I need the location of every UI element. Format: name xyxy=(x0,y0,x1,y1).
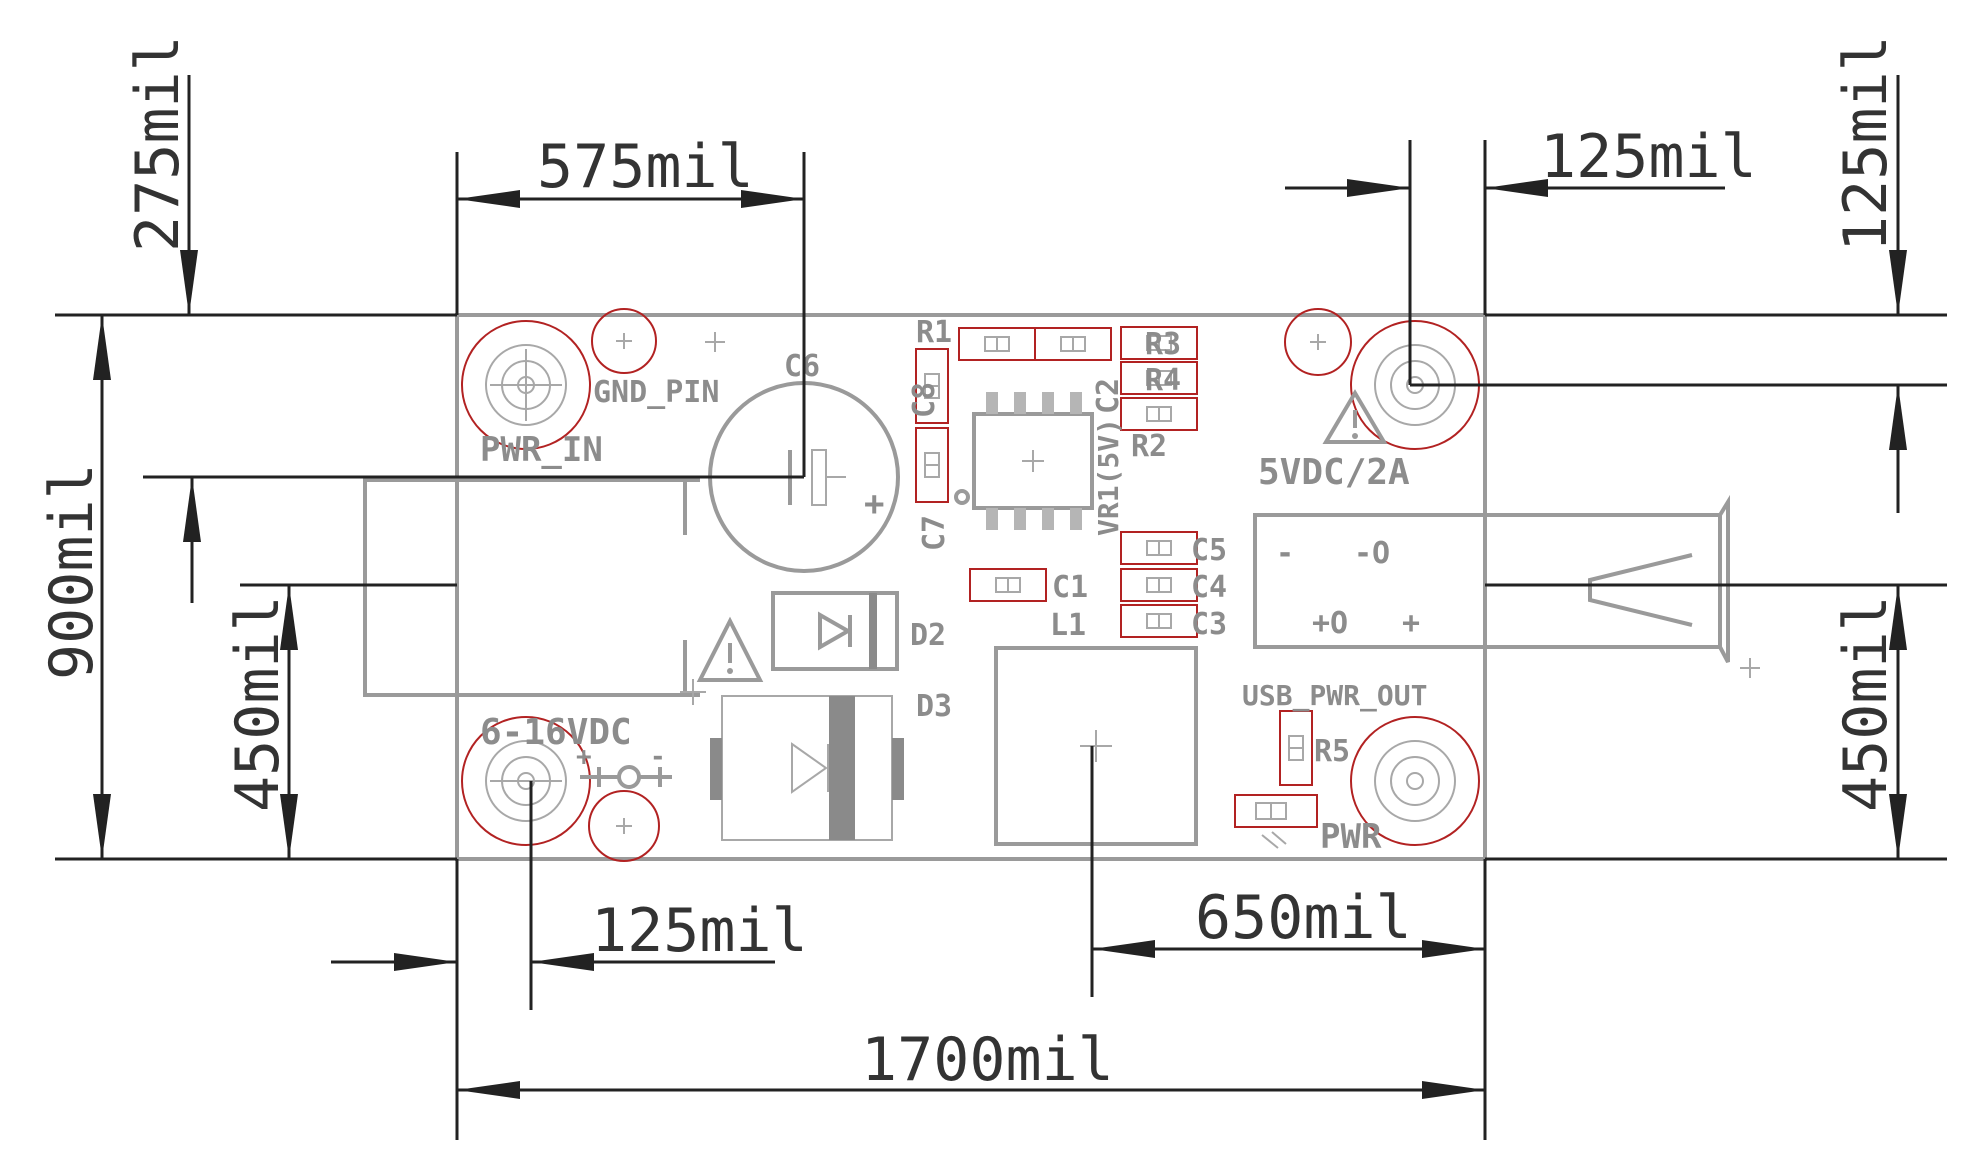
dim-1700mil: 1700mil xyxy=(861,1025,1114,1095)
smd-r3 xyxy=(1120,326,1198,360)
dim-275mil: 275mil xyxy=(123,35,193,252)
label-input-plus: + xyxy=(576,742,592,772)
label-cap-plus: + xyxy=(864,484,884,524)
label-r3: R3 xyxy=(1145,327,1181,362)
dimension-labels: 575mil 125mil 125mil 650mil 1700mil 275m… xyxy=(37,35,1901,1095)
label-c8: C8 xyxy=(907,382,942,418)
dim-450mil-left: 450mil xyxy=(223,595,293,812)
smd-c3 xyxy=(1120,604,1198,638)
dim-900mil: 900mil xyxy=(37,463,107,680)
dimension-lines xyxy=(55,75,1947,1140)
mounting-hole-bottom-right xyxy=(1350,716,1480,846)
mounting-hole-top-right xyxy=(1284,308,1480,450)
diode-d2 xyxy=(771,591,899,671)
inductor-l1 xyxy=(994,646,1198,846)
label-r1: R1 xyxy=(916,315,952,350)
mounting-hole-bottom-left xyxy=(461,716,660,862)
dc-jack-outline xyxy=(363,478,700,697)
label-input-voltage: 6-16VDC xyxy=(480,712,632,753)
label-c2: C2 xyxy=(1091,378,1126,414)
label-d2: D2 xyxy=(910,618,946,653)
label-c5: C5 xyxy=(1191,533,1227,568)
smd-c8 xyxy=(915,348,949,424)
smd-c7 xyxy=(915,427,949,503)
label-gnd-pin: GND_PIN xyxy=(593,375,719,410)
label-c3: C3 xyxy=(1191,607,1227,642)
label-output-spec: 5VDC/2A xyxy=(1258,452,1410,493)
label-usb-plus: + xyxy=(1402,606,1420,641)
label-r4: R4 xyxy=(1145,363,1181,398)
warning-icon-right xyxy=(1322,389,1388,444)
dim-125mil-top-right: 125mil xyxy=(1540,122,1757,192)
smd-c5 xyxy=(1120,531,1198,565)
label-c7: C7 xyxy=(917,515,952,551)
polarity-symbol xyxy=(580,765,672,789)
label-l1: L1 xyxy=(1050,608,1086,643)
regulator-vr1 xyxy=(954,392,1094,530)
board-outline xyxy=(455,313,1487,861)
smd-c2-top xyxy=(1034,327,1112,361)
label-r5: R5 xyxy=(1314,734,1350,769)
dim-575mil: 575mil xyxy=(537,132,754,202)
dim-125mil-bottom-left: 125mil xyxy=(591,896,808,966)
smd-c4 xyxy=(1120,568,1198,602)
label-usb-pwr-out: USB_PWR_OUT xyxy=(1242,679,1427,712)
label-pwr: PWR xyxy=(1320,817,1382,857)
usb-connector-outline xyxy=(1253,494,1760,678)
dim-125mil-top-right-vertical: 125mil xyxy=(1831,35,1901,252)
smd-r5 xyxy=(1279,710,1313,786)
smd-r4 xyxy=(1120,361,1198,395)
smd-c1 xyxy=(969,568,1047,602)
fiducial-crosses xyxy=(680,332,725,705)
label-usb-plus-o: +O xyxy=(1312,606,1348,641)
warning-icon-left xyxy=(696,616,764,682)
label-usb-minus: - xyxy=(1276,536,1294,571)
smd-r1 xyxy=(958,327,1036,361)
label-pwr-in: PWR_IN xyxy=(480,430,603,470)
label-c4: C4 xyxy=(1191,570,1227,605)
dim-450mil-right: 450mil xyxy=(1831,595,1901,812)
label-input-minus: - xyxy=(650,742,666,772)
pwr-led xyxy=(1234,794,1318,849)
label-c1: C1 xyxy=(1052,570,1088,605)
mounting-hole-top-left xyxy=(461,308,657,450)
label-c6: C6 xyxy=(784,349,820,384)
label-r2: R2 xyxy=(1131,429,1167,464)
dim-650mil: 650mil xyxy=(1195,883,1412,953)
label-d3: D3 xyxy=(916,689,952,724)
label-usb-minus-o: -O xyxy=(1354,536,1390,571)
smd-r2 xyxy=(1120,397,1198,431)
diode-d3 xyxy=(710,695,904,841)
label-vr1: VR1(5V) xyxy=(1092,418,1125,536)
silkscreen-labels: GND_PIN PWR_IN C6 R1 R3 R4 R2 C5 C4 C3 C… xyxy=(480,315,1427,857)
